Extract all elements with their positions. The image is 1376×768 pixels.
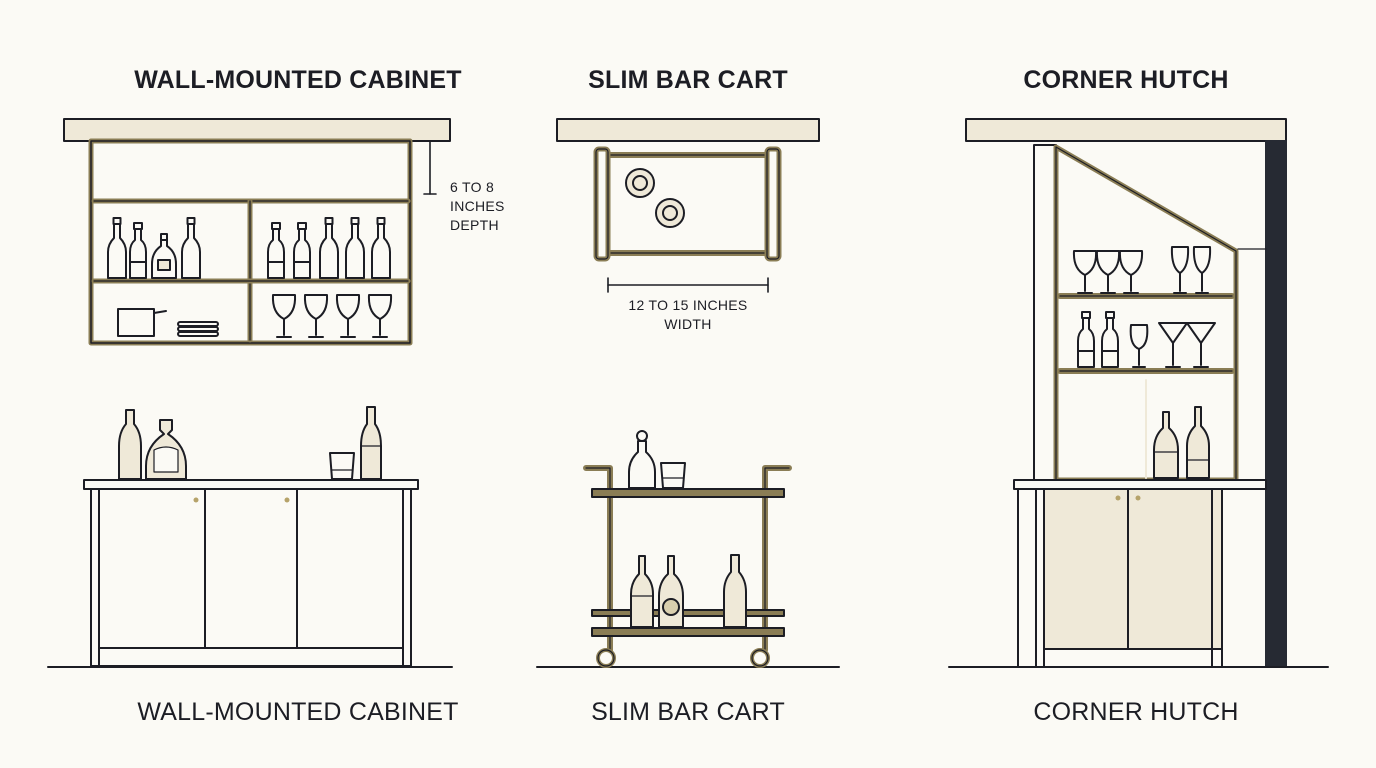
cart-width-label: 12 TO 15 INCHES WIDTH bbox=[588, 296, 788, 334]
bar-cart-caption: SLIM BAR CART bbox=[591, 698, 785, 726]
cart-middle-rail bbox=[591, 609, 785, 617]
cabinet-ceiling-shelf bbox=[63, 118, 451, 142]
wall-cabinet-drawing bbox=[47, 118, 453, 668]
hutch-countertop bbox=[1013, 479, 1267, 490]
wall-cabinet-caption: WALL-MOUNTED CABINET bbox=[137, 698, 459, 726]
cabinet-depth-line-2: INCHES bbox=[450, 198, 505, 214]
corner-hutch-title: CORNER HUTCH bbox=[1023, 66, 1229, 94]
wall-cabinet-title: WALL-MOUNTED CABINET bbox=[134, 66, 462, 94]
bar-cart-title: SLIM BAR CART bbox=[588, 66, 788, 94]
cart-width-line-1: 12 TO 15 INCHES bbox=[628, 297, 748, 313]
cart-top-shelf bbox=[591, 488, 785, 498]
hutch-ceiling-shelf bbox=[965, 118, 1287, 142]
cabinet-depth-label: 6 TO 8 INCHES DEPTH bbox=[450, 178, 505, 235]
cabinet-depth-line-3: DEPTH bbox=[450, 217, 499, 233]
base-cabinet-body bbox=[90, 488, 412, 667]
corner-hutch-drawing bbox=[948, 118, 1329, 668]
cabinet-depth-line-1: 6 TO 8 bbox=[450, 179, 495, 195]
hutch-lower-cabinet bbox=[1043, 488, 1223, 650]
cart-ceiling-shelf bbox=[556, 118, 820, 142]
cart-bottom-shelf bbox=[591, 627, 785, 637]
cart-width-line-2: WIDTH bbox=[664, 316, 712, 332]
base-cabinet-countertop bbox=[83, 479, 419, 490]
bar-cart-drawing bbox=[536, 118, 840, 668]
corner-wall bbox=[1265, 140, 1287, 668]
corner-hutch-caption: CORNER HUTCH bbox=[1033, 698, 1239, 726]
cart-tray-top-view bbox=[603, 152, 773, 256]
